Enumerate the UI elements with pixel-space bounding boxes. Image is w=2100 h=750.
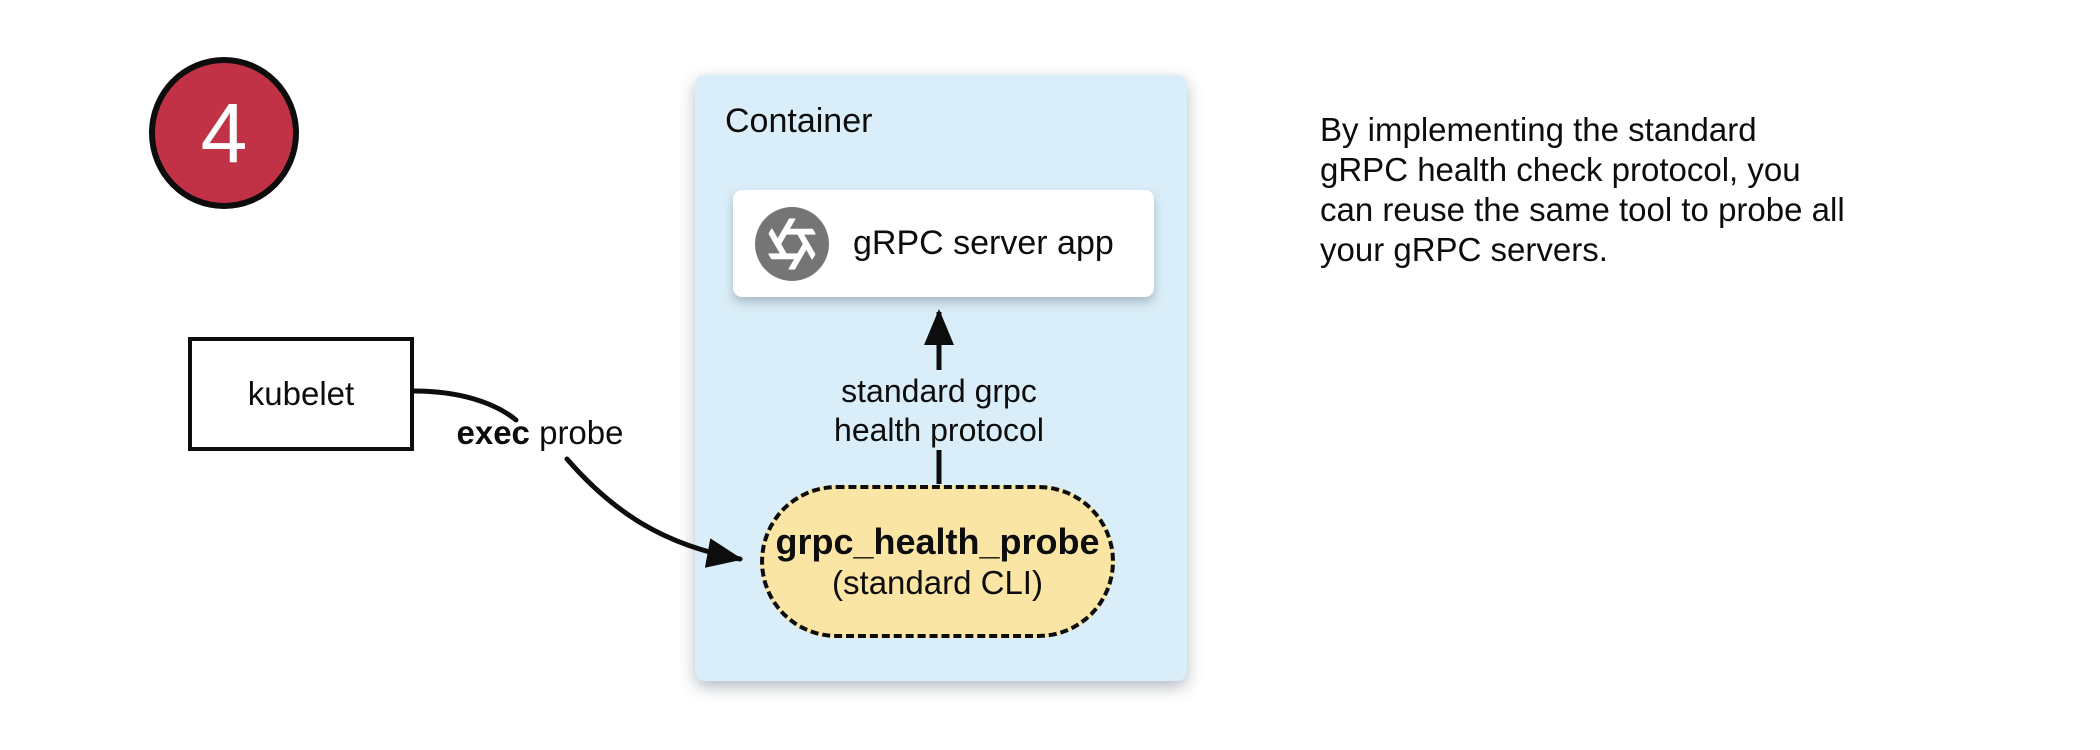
kubelet-box: kubelet: [188, 337, 414, 451]
exec-keyword: exec: [456, 414, 530, 451]
exec-probe-rest: probe: [529, 414, 624, 451]
step-number: 4: [200, 85, 248, 180]
aperture-icon: [755, 206, 829, 281]
grpc-health-probe-pill: grpc_health_probe (standard CLI): [760, 485, 1115, 638]
kubelet-label: kubelet: [247, 375, 355, 412]
note-paragraph: By implementing the standard gRPC health…: [1320, 111, 1845, 268]
health-protocol-line1: standard grpc: [841, 373, 1037, 409]
probe-subtitle: (standard CLI): [832, 563, 1043, 601]
exec-probe-label: exec probe: [430, 413, 650, 453]
step-badge: 4: [149, 57, 299, 209]
health-protocol-line2: health protocol: [834, 412, 1044, 448]
probe-name: grpc_health_probe: [775, 520, 1100, 562]
health-protocol-label: standard grpc health protocol: [789, 372, 1089, 450]
grpc-server-app-label: gRPC server app: [853, 224, 1114, 262]
container-title: Container: [725, 102, 873, 140]
grpc-server-app-box: gRPC server app: [733, 190, 1154, 297]
